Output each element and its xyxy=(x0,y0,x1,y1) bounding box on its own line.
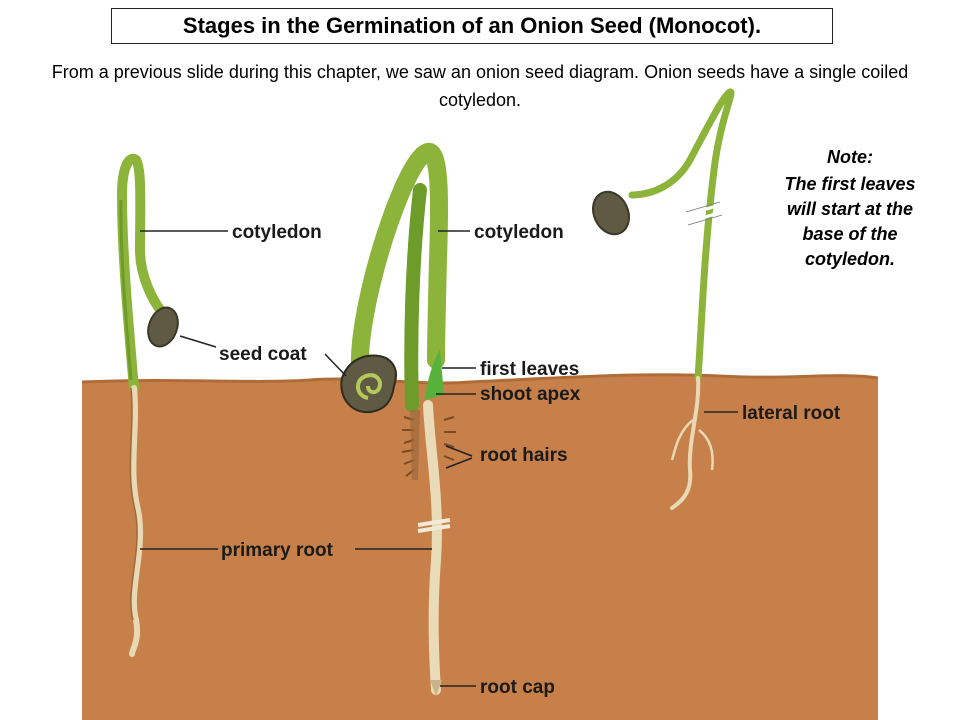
label-shoot-apex: shoot apex xyxy=(480,384,581,405)
seedling-late xyxy=(592,88,735,510)
coiled-cotyledon-in-seed xyxy=(356,373,383,400)
root-cap-middle xyxy=(430,680,442,696)
soil-surface-edge xyxy=(81,373,879,385)
root-hairs-middle xyxy=(401,416,456,477)
cotyledon-late xyxy=(628,88,735,382)
cotyledon-early-shade xyxy=(119,199,133,381)
seed-coat-early xyxy=(147,306,179,348)
slide-title: Stages in the Germination of an Onion Se… xyxy=(111,8,833,44)
slide-subtitle: From a previous slide during this chapte… xyxy=(51,62,909,110)
label-primary-root: primary root xyxy=(221,540,334,561)
root-cut-mark xyxy=(417,518,451,533)
cotyledon-middle-arch xyxy=(350,143,449,379)
label-lateral-root: lateral root xyxy=(742,403,841,424)
seedling-middle xyxy=(340,143,456,696)
cut-mark-late xyxy=(685,203,723,224)
leader-lines xyxy=(140,230,738,687)
primary-root-early-outline xyxy=(129,387,138,621)
note-heading: Note: xyxy=(827,147,873,167)
label-root-cap: root cap xyxy=(480,677,555,698)
cotyledon-early xyxy=(116,153,167,393)
primary-root-late xyxy=(670,376,701,510)
seed-coat-late xyxy=(592,190,630,236)
primary-root-middle xyxy=(423,400,442,695)
leader-root-hairs-a xyxy=(445,445,473,457)
label-root-hairs: root hairs xyxy=(480,445,568,466)
note-body: The first leaves will start at the base … xyxy=(784,174,916,269)
label-seed-coat: seed coat xyxy=(219,344,307,365)
leader-seed-coat xyxy=(179,335,217,348)
cotyledon-middle-inner xyxy=(404,183,427,412)
cut-mark-late-outline xyxy=(685,201,723,226)
label-cotyledon-2: cotyledon xyxy=(474,222,564,243)
leader-seed-coat-middle xyxy=(324,353,347,377)
lateral-root-late xyxy=(670,419,714,471)
label-cotyledon-1: cotyledon xyxy=(232,222,322,243)
root-hairs-middle-shade xyxy=(410,410,420,480)
primary-root-early xyxy=(129,385,144,657)
soil xyxy=(82,374,878,720)
first-leaves-middle xyxy=(424,350,444,400)
seedling-early xyxy=(116,153,179,657)
label-first-leaves: first leaves xyxy=(480,359,579,380)
seed-coat-middle xyxy=(340,354,397,414)
note-box: Note: The first leaves will start at the… xyxy=(772,145,928,272)
leader-root-hairs-b xyxy=(445,457,473,469)
